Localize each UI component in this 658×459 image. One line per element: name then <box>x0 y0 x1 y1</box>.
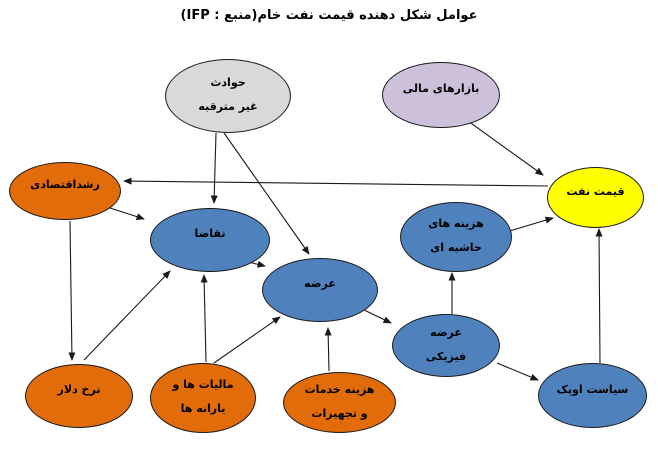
node-label: سیاست اوپک <box>556 382 629 396</box>
node-label: نرخ دلار <box>57 383 101 397</box>
node-label: هزینه خدمات <box>304 382 375 396</box>
node-physical-supply[interactable]: عرضه فیزیکی <box>392 314 500 377</box>
edge-taxes-subsidies-to-supply <box>213 316 281 364</box>
node-label: بازارهای مالی <box>402 82 480 96</box>
node-label: رشداقتصادی <box>30 178 100 192</box>
edge-unexpected-events-to-demand <box>210 132 218 204</box>
node-label: مالیات ها و <box>172 378 234 392</box>
node-opec-policy[interactable]: سیاست اوپک <box>538 363 647 428</box>
edge-dollar-rate-to-demand <box>83 270 171 361</box>
edge-unexpected-events-to-supply <box>223 132 310 255</box>
node-label: و تجهیزات <box>311 406 368 420</box>
edge-supply-to-physical-supply <box>359 307 392 324</box>
node-label: قیمت نفت <box>566 184 625 198</box>
node-label: حوادث <box>210 76 246 90</box>
edge-physical-supply-to-opec-policy <box>496 362 539 381</box>
node-financial-markets[interactable]: بازارهای مالی <box>382 62 500 128</box>
edge-marginal-costs-to-oil-price <box>505 216 554 233</box>
edge-economic-growth-to-dollar-rate <box>68 220 76 361</box>
node-label: غیر مترقبه <box>198 100 258 113</box>
node-demand[interactable]: تقاضا <box>150 208 270 272</box>
node-services-equipment-costs[interactable]: هزینه خدمات و تجهیزات <box>283 372 396 433</box>
diagram-title: عوامل شکل دهنده قیمت نفت خام(منبع : IFP) <box>180 8 478 23</box>
node-label: فیزیکی <box>425 349 467 363</box>
edge-taxes-subsidies-to-demand <box>200 274 208 363</box>
node-economic-growth[interactable]: رشداقتصادی <box>9 162 121 220</box>
edge-financial-markets-to-oil-price <box>467 120 544 176</box>
node-label: عرضه <box>304 277 336 291</box>
node-label: حاشیه ای <box>430 241 482 254</box>
edge-services-equipment-to-supply <box>324 327 332 372</box>
node-supply[interactable]: عرضه <box>262 258 378 322</box>
edge-economic-growth-to-demand <box>103 205 145 221</box>
node-label: عرضه <box>430 325 462 339</box>
node-unexpected-events[interactable]: حوادث غیر مترقبه <box>165 59 291 133</box>
node-label: تقاضا <box>194 227 226 241</box>
node-marginal-costs[interactable]: هزینه های حاشیه ای <box>400 202 512 272</box>
node-taxes-subsidies[interactable]: مالیات ها و یارانه ها <box>150 363 256 433</box>
node-label: هزینه های <box>428 217 484 231</box>
node-label: یارانه ها <box>180 402 226 415</box>
edge-oil-price-to-economic-growth <box>123 177 549 187</box>
node-dollar-rate[interactable]: نرخ دلار <box>25 364 133 428</box>
edge-opec-policy-to-oil-price <box>595 228 603 364</box>
node-oil-price[interactable]: قیمت نفت <box>547 167 644 228</box>
